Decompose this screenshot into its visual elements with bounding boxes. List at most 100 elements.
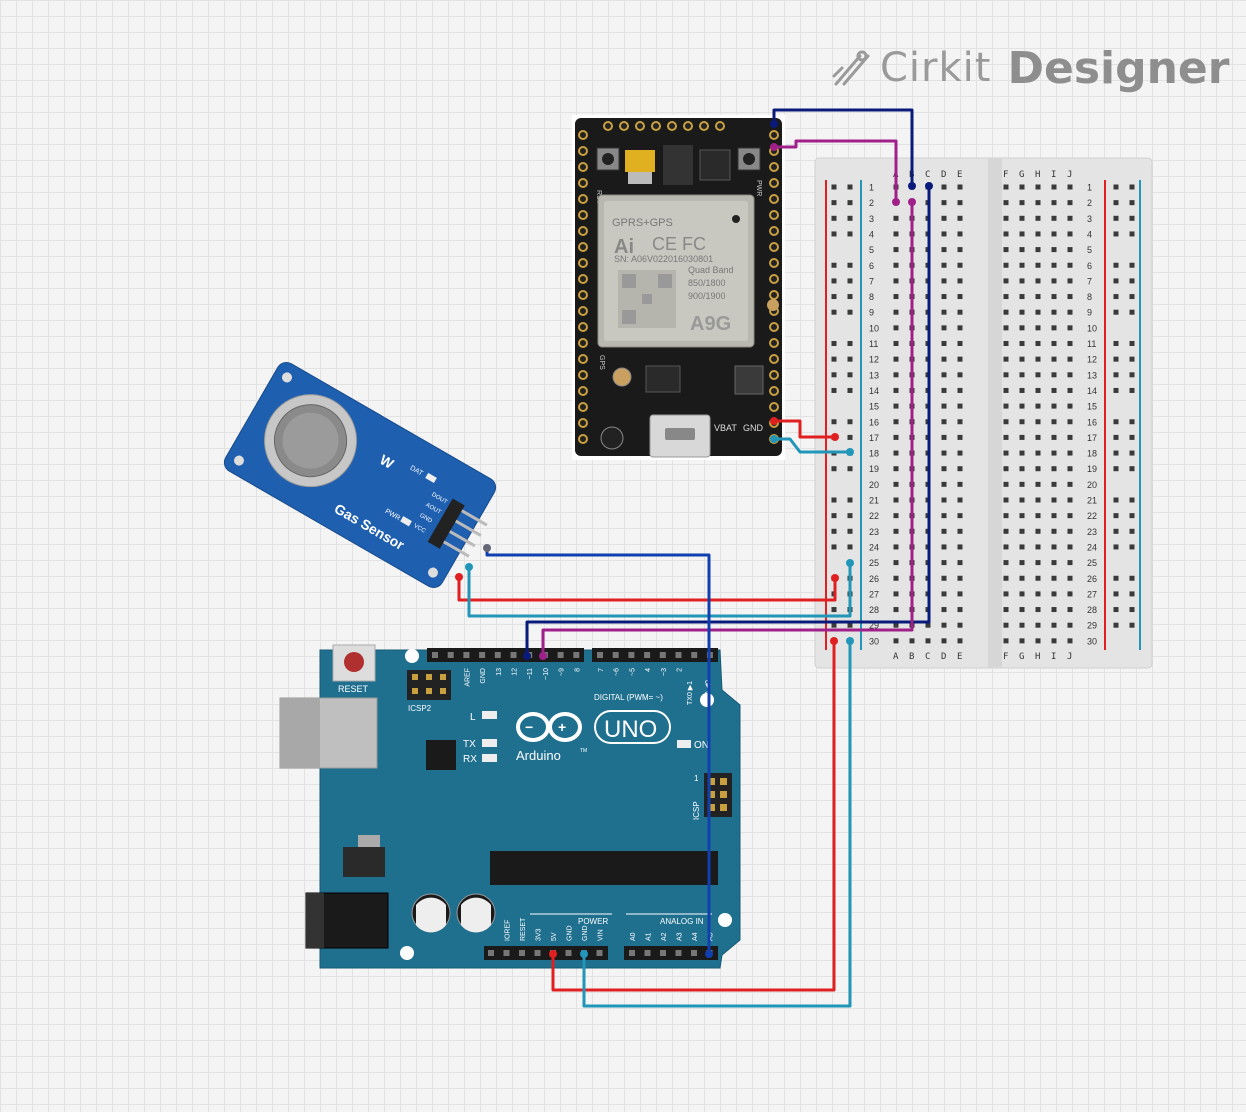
breadboard-hole[interactable] xyxy=(1051,215,1057,221)
breadboard-hole[interactable] xyxy=(1019,434,1025,440)
breadboard-hole[interactable] xyxy=(1067,309,1073,315)
a9g-pin[interactable] xyxy=(769,402,779,412)
breadboard-hole[interactable] xyxy=(1035,544,1041,550)
breadboard-hole[interactable] xyxy=(1003,607,1009,613)
a9g-pin[interactable] xyxy=(578,370,588,380)
breadboard-hole[interactable] xyxy=(941,466,947,472)
breadboard-hole[interactable] xyxy=(893,309,899,315)
a9g-gsm-antenna-connector[interactable] xyxy=(767,299,779,311)
breadboard-hole[interactable] xyxy=(1003,560,1009,566)
arduino-header-pin[interactable] xyxy=(479,652,486,658)
breadboard-hole[interactable] xyxy=(1067,450,1073,456)
breadboard-hole[interactable] xyxy=(893,231,899,237)
arduino-header-pin[interactable] xyxy=(565,950,572,956)
breadboard-hole[interactable] xyxy=(1051,575,1057,581)
breadboard-hole[interactable] xyxy=(941,356,947,362)
breadboard-hole[interactable] xyxy=(1051,403,1057,409)
breadboard-hole[interactable] xyxy=(957,450,963,456)
arduino-reset-button[interactable] xyxy=(344,652,364,672)
rail-hole[interactable] xyxy=(1113,278,1119,284)
breadboard-hole[interactable] xyxy=(1003,247,1009,253)
rail-hole[interactable] xyxy=(831,294,837,300)
breadboard-hole[interactable] xyxy=(941,419,947,425)
breadboard-hole[interactable] xyxy=(1003,497,1009,503)
rail-hole[interactable] xyxy=(1113,513,1119,519)
breadboard-hole[interactable] xyxy=(1051,419,1057,425)
rail-hole[interactable] xyxy=(847,528,853,534)
a9g-pin[interactable] xyxy=(578,338,588,348)
breadboard-hole[interactable] xyxy=(957,262,963,268)
breadboard-hole[interactable] xyxy=(941,434,947,440)
rail-hole[interactable] xyxy=(1113,591,1119,597)
breadboard-hole[interactable] xyxy=(1003,294,1009,300)
wire-5v-to-rail[interactable] xyxy=(551,641,836,992)
a9g-pin[interactable] xyxy=(683,121,693,131)
breadboard-hole[interactable] xyxy=(957,231,963,237)
rail-hole[interactable] xyxy=(1129,434,1135,440)
wire-a9g-rx[interactable] xyxy=(774,139,898,202)
a9g-pin[interactable] xyxy=(769,338,779,348)
breadboard-hole[interactable] xyxy=(1019,215,1025,221)
a9g-pin[interactable] xyxy=(769,226,779,236)
rail-hole[interactable] xyxy=(1129,466,1135,472)
gas-sensor-pin-gnd[interactable] xyxy=(449,530,476,548)
breadboard-hole[interactable] xyxy=(1067,466,1073,472)
rail-hole[interactable] xyxy=(847,419,853,425)
a9g-pin[interactable] xyxy=(769,242,779,252)
a9g-pin[interactable] xyxy=(578,242,588,252)
breadboard-hole[interactable] xyxy=(1035,434,1041,440)
rail-hole[interactable] xyxy=(1113,387,1119,393)
a9g-pin[interactable] xyxy=(578,226,588,236)
breadboard-hole[interactable] xyxy=(893,356,899,362)
a9g-pin[interactable] xyxy=(578,194,588,204)
breadboard-hole[interactable] xyxy=(1051,481,1057,487)
arduino-header-pin[interactable] xyxy=(494,652,501,658)
breadboard-hole[interactable] xyxy=(957,341,963,346)
a9g-pin[interactable] xyxy=(635,121,645,131)
rail-hole[interactable] xyxy=(831,497,837,503)
arduino-uno-board[interactable]: RESET ICSP2 L TX RX xyxy=(279,644,741,969)
arduino-header-pin[interactable] xyxy=(573,652,580,658)
breadboard-hole[interactable] xyxy=(1035,200,1041,206)
breadboard-hole[interactable] xyxy=(1035,387,1041,393)
breadboard-hole[interactable] xyxy=(1067,481,1073,487)
breadboard-hole[interactable] xyxy=(941,560,947,566)
a9g-pin[interactable] xyxy=(769,370,779,380)
breadboard-hole[interactable] xyxy=(1035,262,1041,268)
breadboard-hole[interactable] xyxy=(1035,278,1041,284)
breadboard-hole[interactable] xyxy=(941,294,947,300)
rail-hole[interactable] xyxy=(831,215,837,221)
a9g-pin[interactable] xyxy=(667,121,677,131)
breadboard-hole[interactable] xyxy=(941,575,947,581)
a9g-pin[interactable] xyxy=(715,121,725,131)
rail-hole[interactable] xyxy=(1129,262,1135,268)
rail-hole[interactable] xyxy=(1129,231,1135,237)
breadboard-hole[interactable] xyxy=(1067,200,1073,206)
rail-hole[interactable] xyxy=(847,513,853,519)
breadboard-hole[interactable] xyxy=(1019,262,1025,268)
a9g-pin[interactable] xyxy=(578,258,588,268)
breadboard-hole[interactable] xyxy=(957,560,963,566)
rail-hole[interactable] xyxy=(1113,294,1119,300)
breadboard-hole[interactable] xyxy=(957,294,963,300)
rail-hole[interactable] xyxy=(1129,184,1135,190)
rail-hole[interactable] xyxy=(847,544,853,550)
arduino-power-header[interactable] xyxy=(484,946,608,960)
breadboard-hole[interactable] xyxy=(1019,341,1025,346)
breadboard-hole[interactable] xyxy=(1067,215,1073,221)
breadboard-hole[interactable] xyxy=(1035,341,1041,346)
breadboard-hole[interactable] xyxy=(957,575,963,581)
breadboard-hole[interactable] xyxy=(957,278,963,284)
arduino-header-pin[interactable] xyxy=(644,652,651,658)
breadboard-hole[interactable] xyxy=(1019,466,1025,472)
rail-hole[interactable] xyxy=(1129,356,1135,362)
breadboard-hole[interactable] xyxy=(1019,309,1025,315)
rail-hole[interactable] xyxy=(847,294,853,300)
rail-hole[interactable] xyxy=(1129,544,1135,550)
a9g-pin[interactable] xyxy=(769,162,779,172)
breadboard-hole[interactable] xyxy=(1051,184,1057,190)
a9g-pin[interactable] xyxy=(578,178,588,188)
breadboard-hole[interactable] xyxy=(1051,638,1057,644)
breadboard-hole[interactable] xyxy=(1019,560,1025,566)
